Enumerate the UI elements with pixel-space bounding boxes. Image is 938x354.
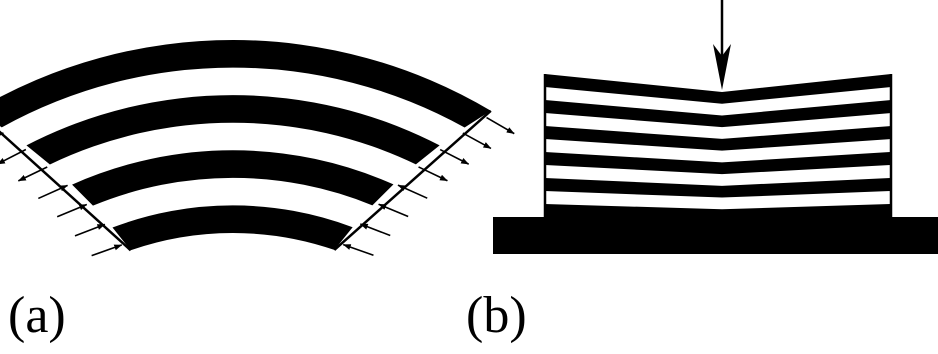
panel-a-bent-laminate <box>0 40 515 257</box>
panel-a-black-band <box>112 205 353 251</box>
panel-b-black-band <box>545 152 891 175</box>
stress-arrow <box>418 166 448 182</box>
panel-a-black-band <box>72 150 394 206</box>
panel-b-stripes <box>545 74 891 221</box>
panel-b-black-band <box>545 204 891 221</box>
panel-a-stress-arrows <box>0 116 515 257</box>
stress-arrow <box>74 223 106 237</box>
stress-arrow <box>486 116 515 135</box>
panel-a-stripes <box>0 40 492 252</box>
stress-arrow <box>56 203 88 218</box>
panel-b-black-band <box>545 100 891 128</box>
panel-b-black-band <box>545 126 891 151</box>
indenter-arrow-head <box>713 44 731 90</box>
stress-arrow <box>397 184 428 199</box>
stress-arrow <box>38 184 68 200</box>
stress-arrow <box>17 166 48 182</box>
stress-arrow <box>0 148 27 165</box>
stress-arrow <box>462 132 492 150</box>
panel-b-black-band <box>545 74 891 104</box>
panel-b-label: (b) <box>466 287 527 344</box>
panel-a-black-band <box>0 40 491 128</box>
stress-arrow <box>91 244 123 257</box>
panel-a-black-band <box>26 95 440 165</box>
panel-b-indenter-arrow <box>713 0 731 90</box>
panel-b-substrate <box>493 217 938 254</box>
stress-arrow <box>342 243 374 256</box>
stress-arrow <box>359 223 391 237</box>
stress-arrow <box>439 148 470 165</box>
panel-b-indented-laminate <box>493 0 938 254</box>
panel-a-label: (a) <box>8 287 66 344</box>
panel-b-black-band <box>545 178 891 198</box>
stress-arrow <box>378 203 409 218</box>
